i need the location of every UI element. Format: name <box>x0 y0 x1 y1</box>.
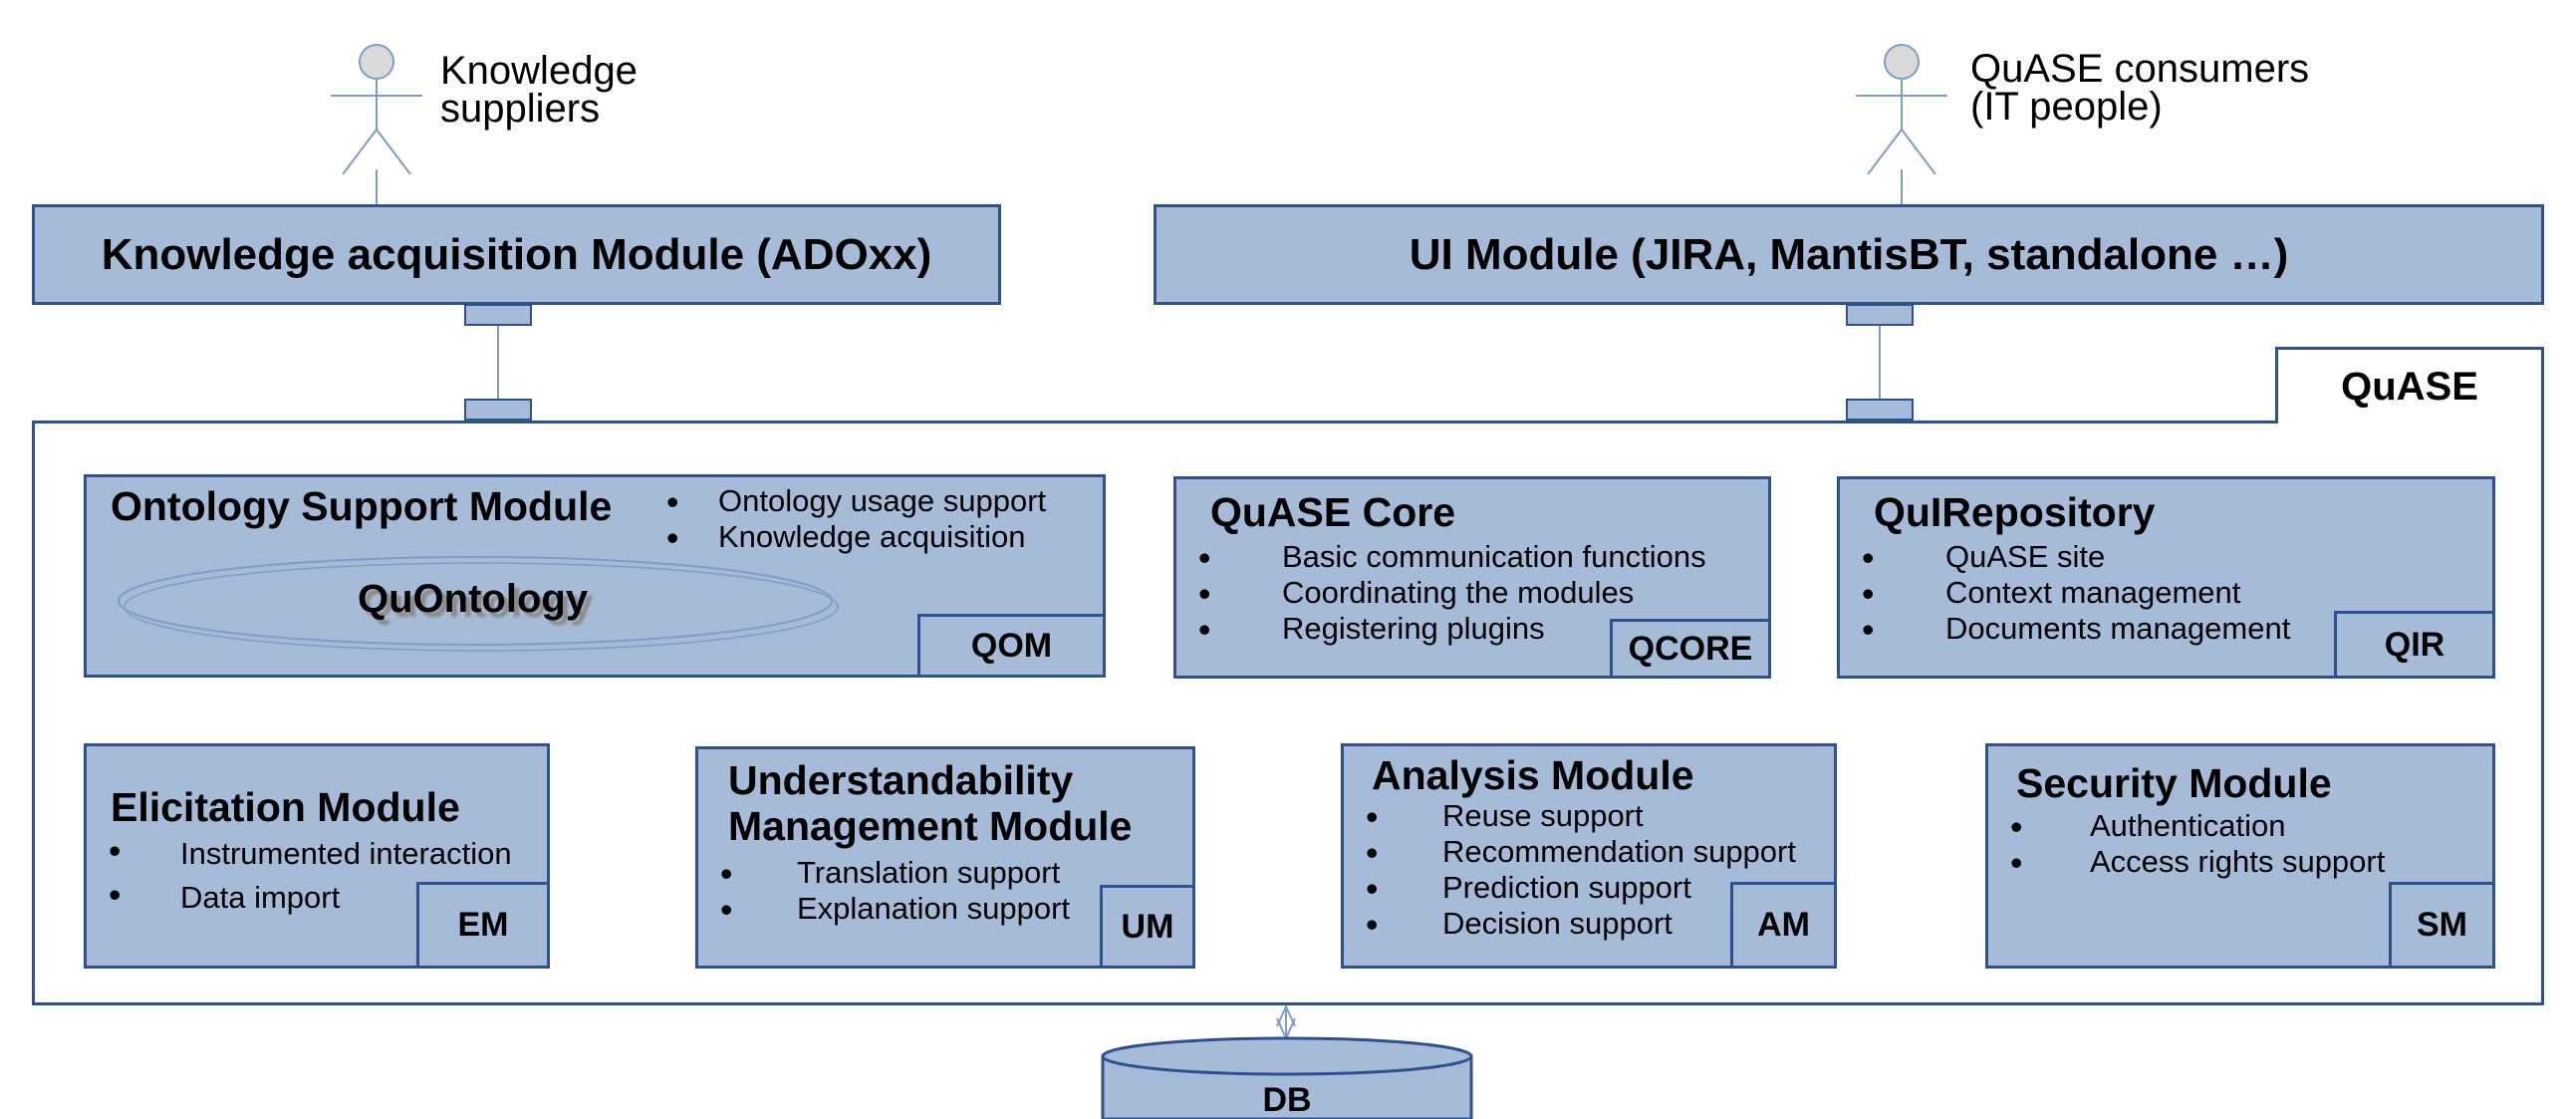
consumer-label-line1: QuASE consumers <box>1970 47 2310 91</box>
database-cylinder-icon[interactable] <box>1100 1036 1474 1119</box>
core-bullet: Coordinating the modules <box>1176 575 1706 612</box>
knowledge-acquisition-title: Knowledge acquisition Module (ADOxx) <box>101 229 932 279</box>
ui-module-title: UI Module (JIRA, MantisBT, standalone …) <box>1409 229 2289 279</box>
quase-system-name: QuASE <box>2341 364 2478 409</box>
supplier-label-line1: Knowledge <box>440 49 638 93</box>
repository-bullet-list: QuASE site Context management Documents … <box>1840 539 2290 648</box>
core-bullet-list: Basic communication functions Coordinati… <box>1176 539 1706 648</box>
ontology-bullet: Knowledge acquisition <box>644 519 1046 556</box>
em-tag: EM <box>416 882 550 969</box>
repository-bullet: Documents management <box>1840 611 2290 648</box>
analysis-bullet: Recommendation support <box>1344 834 1796 871</box>
security-bullet-list: Authentication Access rights support <box>1988 808 2385 881</box>
database-label: DB <box>1262 1081 1312 1119</box>
core-bullet: Registering plugins <box>1176 611 1706 648</box>
ui-port-bottom <box>1846 399 1914 420</box>
understandability-bullet: Translation support <box>698 855 1070 892</box>
security-module[interactable]: Security Module Authentication Access ri… <box>1985 743 2495 969</box>
analysis-module[interactable]: Analysis Module Reuse support Recommenda… <box>1341 743 1837 969</box>
sm-tag: SM <box>2389 882 2495 969</box>
understandability-bullet-list: Translation support Explanation support <box>698 855 1070 928</box>
qir-tag: QIR <box>2334 611 2495 679</box>
supplier-label-line2: suppliers <box>440 87 601 131</box>
core-bullet: Basic communication functions <box>1176 539 1706 576</box>
ontology-bullet: Ontology usage support <box>644 483 1046 520</box>
quirepository-module[interactable]: QuIRepository QuASE site Context managem… <box>1837 476 2495 679</box>
ui-port-top <box>1846 304 1914 326</box>
understandability-title-line2: Management Module <box>728 803 1133 849</box>
elicitation-bullet: Data import <box>87 876 512 920</box>
understandability-module[interactable]: Understandability Management Module Tran… <box>695 746 1195 969</box>
ui-module[interactable]: UI Module (JIRA, MantisBT, standalone …) <box>1154 204 2544 305</box>
qcore-tag: QCORE <box>1610 619 1771 679</box>
repository-bullet: QuASE site <box>1840 539 2290 576</box>
supplier-actor-icon <box>331 44 422 174</box>
elicitation-module-title: Elicitation Module <box>111 784 460 830</box>
security-module-title: Security Module <box>2016 760 2332 806</box>
analysis-bullet-list: Reuse support Recommendation support Pre… <box>1344 798 1796 943</box>
understandability-title-line1: Understandability <box>728 757 1074 803</box>
analysis-bullet: Reuse support <box>1344 798 1796 835</box>
understandability-bullet: Explanation support <box>698 891 1070 928</box>
consumer-actor-label: QuASE consumers (IT people) <box>1970 47 2310 129</box>
analysis-module-title: Analysis Module <box>1372 752 1694 798</box>
kam-port-bottom <box>464 399 532 420</box>
understandability-module-title: Understandability Management Module <box>728 757 1132 849</box>
kam-port-top <box>464 304 532 326</box>
security-bullet: Authentication <box>1988 808 2385 845</box>
am-tag: AM <box>1730 882 1837 969</box>
supplier-actor-label: Knowledge suppliers <box>440 49 638 131</box>
quase-core-module[interactable]: QuASE Core Basic communication functions… <box>1173 476 1771 679</box>
ontology-bullet-list: Ontology usage support Knowledge acquisi… <box>644 483 1046 556</box>
security-bullet: Access rights support <box>1988 844 2385 881</box>
consumer-actor-icon <box>1856 44 1947 174</box>
analysis-bullet: Prediction support <box>1344 870 1796 907</box>
quontology-ellipse <box>118 556 839 652</box>
elicitation-bullet-list: Instrumented interaction Data import <box>87 832 512 920</box>
core-module-title: QuASE Core <box>1210 489 1456 535</box>
elicitation-bullet: Instrumented interaction <box>87 832 512 876</box>
elicitation-module[interactable]: Elicitation Module Instrumented interact… <box>84 743 550 969</box>
quontology-label: QuOntology <box>358 577 589 621</box>
consumer-label-line2: (IT people) <box>1970 85 2163 129</box>
repository-bullet: Context management <box>1840 575 2290 612</box>
knowledge-acquisition-module[interactable]: Knowledge acquisition Module (ADOxx) <box>32 204 1001 305</box>
um-tag: UM <box>1100 885 1195 969</box>
qom-tag: QOM <box>917 614 1106 678</box>
repository-module-title: QuIRepository <box>1874 489 2156 535</box>
quase-system-tab: QuASE <box>2275 347 2544 423</box>
analysis-bullet: Decision support <box>1344 906 1796 943</box>
ontology-module-title: Ontology Support Module <box>111 483 613 529</box>
ontology-support-module[interactable]: Ontology Support Module Ontology usage s… <box>84 474 1106 678</box>
